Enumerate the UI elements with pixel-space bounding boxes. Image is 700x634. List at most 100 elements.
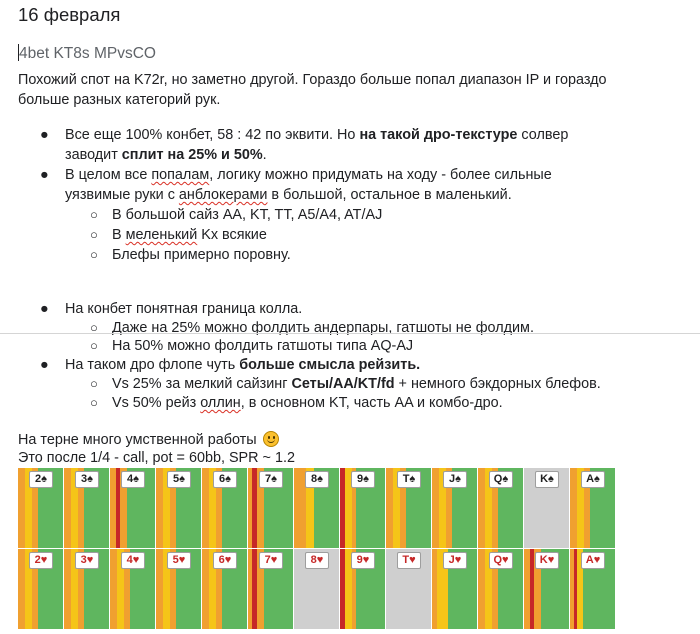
bullet-raise: ●На таком дро флопе чуть больше смысла р…	[40, 355, 690, 375]
strategy-stripe	[574, 549, 577, 630]
turn-card-cell[interactable]: 6♠	[202, 468, 248, 548]
turn-card-cell[interactable]: 8♥	[294, 549, 340, 630]
sub-bullet-dot: ○	[90, 338, 98, 353]
misspelled-word[interactable]: меленький	[125, 227, 198, 243]
turn-card-cell[interactable]: A♠	[570, 468, 616, 548]
card-label: K♠	[535, 471, 559, 488]
strategy-stripe	[248, 468, 252, 548]
strategy-stripe	[437, 549, 448, 630]
turn-card-cell[interactable]: K♠	[524, 468, 570, 548]
strategy-stripe	[478, 468, 485, 548]
note-subtitle[interactable]: 4bet KT8s MPvsCO	[18, 44, 156, 63]
strategy-stripe	[71, 549, 78, 630]
strategy-stripe	[18, 468, 25, 548]
strategy-stripe	[78, 468, 84, 548]
strategy-stripe	[524, 549, 530, 630]
text: На терне много умственной работы	[18, 432, 257, 448]
strategy-stripe	[117, 549, 124, 630]
text: солвер	[517, 127, 569, 143]
turn-card-cell[interactable]: Q♥	[478, 549, 524, 630]
card-label: 9♠	[351, 471, 375, 488]
strategy-stripe	[340, 549, 345, 630]
strategy-stripe	[32, 468, 38, 548]
turn-card-cell[interactable]: 7♠	[248, 468, 294, 548]
strategy-stripe	[294, 468, 306, 548]
card-label: J♠	[443, 471, 467, 488]
turn-card-cell[interactable]: 3♥	[64, 549, 110, 630]
strategy-stripe	[25, 549, 32, 630]
sub-bullet-vs-25: ○Vs 25% за мелкий сайзинг Сеты/AA/KT/fd …	[90, 374, 692, 394]
strategy-stripe	[570, 468, 577, 548]
sub-bullet-vs-50: ○Vs 50% рейз оллин, в основном KT, часть…	[90, 393, 692, 413]
turn-line-1: На терне много умственной работы	[18, 430, 279, 450]
text: Vs 25% за мелкий сайзинг	[112, 376, 292, 392]
strategy-stripe	[110, 468, 116, 548]
page-date: 16 февраля	[18, 4, 121, 25]
strategy-stripe	[116, 468, 120, 548]
strategy-stripe	[71, 468, 78, 548]
turn-card-cell[interactable]: 6♥	[202, 549, 248, 630]
strategy-stripe	[485, 549, 492, 630]
text: Блефы примерно поровну.	[112, 247, 291, 263]
text: .	[262, 147, 267, 163]
card-label: A♠	[581, 471, 605, 488]
turn-card-cell[interactable]: T♥	[386, 549, 432, 630]
strategy-stripe	[252, 549, 257, 630]
text: В целом все	[65, 167, 152, 183]
card-label: Q♠	[489, 471, 513, 488]
strategy-stripe	[209, 549, 216, 630]
strategy-stripe	[64, 468, 71, 548]
card-label: K♥	[535, 552, 559, 570]
turn-card-cell[interactable]: 5♥	[156, 549, 202, 630]
strategy-stripe	[18, 549, 25, 630]
turn-card-cell[interactable]: K♥	[524, 549, 570, 630]
text: Все еще 100% конбет, 58 : 42 по эквити. …	[65, 127, 360, 143]
subtitle-text: 4bet KT8s MPvsCO	[19, 45, 156, 62]
misspelled-word[interactable]: анблокерами	[178, 187, 268, 203]
turn-card-cell[interactable]: J♥	[432, 549, 478, 630]
strategy-stripe	[156, 549, 163, 630]
strategy-stripe	[400, 468, 406, 548]
strategy-stripe	[163, 468, 170, 548]
turn-card-cell[interactable]: 7♥	[248, 549, 294, 630]
sub-bullet-big-size: ○В большой сайз AA, KT, TT, A5/A4, AT/AJ	[90, 205, 692, 225]
turn-card-cell[interactable]: 2♠	[18, 468, 64, 548]
turn-card-cell[interactable]: T♠	[386, 468, 432, 548]
card-label: 4♠	[121, 471, 145, 488]
turn-card-cell[interactable]: 2♥	[18, 549, 64, 630]
strategy-stripe	[78, 549, 84, 630]
sub-bullet-dot: ○	[90, 207, 98, 222]
turn-card-cell[interactable]: Q♠	[478, 468, 524, 548]
strategy-stripe	[209, 468, 216, 548]
bold-text: сплит на 25% и 50%	[121, 147, 263, 163]
turn-card-cell[interactable]: 4♥	[110, 549, 156, 630]
turn-card-cell[interactable]: 8♠	[294, 468, 340, 548]
text: , логику можно придумать на ходу - более…	[209, 167, 552, 183]
turn-card-cell[interactable]: 5♠	[156, 468, 202, 548]
turn-card-cell[interactable]: 3♠	[64, 468, 110, 548]
bold-text: на такой дро-текстуре	[359, 127, 518, 143]
strategy-stripe	[248, 549, 252, 630]
text: На таком дро флопе чуть	[65, 357, 240, 373]
turn-card-cell[interactable]: 9♥	[340, 549, 386, 630]
strategy-stripe	[64, 549, 71, 630]
turn-card-cell[interactable]: A♥	[570, 549, 616, 630]
turn-card-cell[interactable]: 4♠	[110, 468, 156, 548]
intro-line-1: Похожий спот на K72r, но заметно другой.…	[18, 72, 607, 88]
strategy-stripe	[432, 468, 439, 548]
misspelled-word[interactable]: попалам	[151, 167, 210, 183]
strategy-stripe	[352, 549, 356, 630]
text: На конбет понятная граница колла.	[65, 301, 303, 317]
strategy-stripe	[352, 468, 356, 548]
strategy-stripe	[432, 549, 437, 630]
bullet-dot: ●	[40, 127, 49, 143]
page-break-line	[0, 333, 700, 334]
turn-line-2: Это после 1/4 - call, pot = 60bb, SPR ~ …	[18, 450, 295, 466]
strategy-stripe	[570, 549, 574, 630]
sub-bullet-fold-25: ○Даже на 25% можно фолдить андерпары, га…	[90, 318, 692, 338]
card-label: 3♥	[75, 552, 99, 570]
strategy-stripe	[345, 468, 352, 548]
turn-card-cell[interactable]: 9♠	[340, 468, 386, 548]
misspelled-word[interactable]: оллин	[200, 395, 241, 411]
turn-card-cell[interactable]: J♠	[432, 468, 478, 548]
